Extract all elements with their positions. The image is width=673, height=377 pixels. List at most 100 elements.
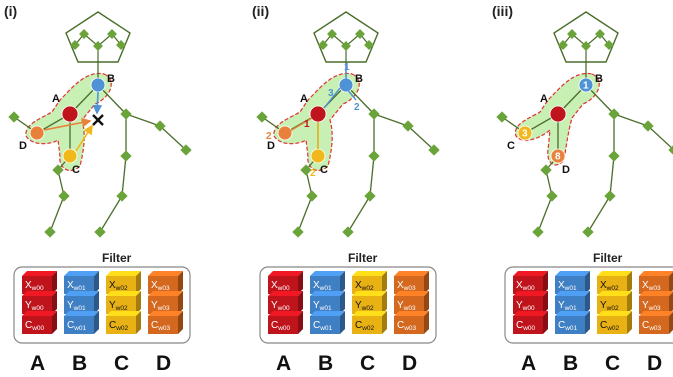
head-joint (595, 29, 605, 39)
skeleton-joint (52, 164, 64, 176)
filter-cell-label: Yw01 (67, 300, 86, 312)
cube-side-face (669, 292, 673, 314)
cube-side-face (543, 311, 548, 334)
bone-line (647, 125, 673, 150)
filter-column-letter-a: A (30, 352, 45, 375)
cube-front-face (394, 276, 424, 294)
filter-column-letter-b: B (563, 352, 578, 375)
order-line (323, 87, 341, 109)
node-d (29, 125, 45, 141)
cube-top-face (597, 291, 632, 296)
node-label-b: B (107, 73, 115, 85)
cube-side-face (585, 271, 590, 294)
cube-top-face (148, 271, 183, 276)
filter-cell-label: Cw03 (397, 320, 417, 332)
filter-cell-label: Cw01 (558, 320, 578, 332)
cube-front-face (106, 316, 136, 334)
cube-front-face (148, 276, 178, 294)
node-a (61, 105, 79, 123)
cube-top-face (64, 271, 99, 276)
filter-cell-label: Xw00 (516, 280, 535, 292)
filter-cell-label: Cw02 (355, 320, 375, 332)
head-joint (558, 40, 568, 50)
cube-side-face (627, 291, 632, 314)
skeleton-joint (292, 226, 304, 238)
order-number: 1 (583, 81, 589, 92)
filter-cell-label: Yw00 (516, 300, 535, 312)
cube-top-face (148, 311, 183, 316)
cube-top-face (513, 271, 548, 276)
cube-front-face (555, 276, 585, 294)
cube-front-face (597, 276, 627, 294)
cube-front-face (64, 276, 94, 294)
cube-front-face (513, 316, 543, 334)
filter-cell-label: Xw00 (271, 280, 290, 292)
filter-cell-label: Xw03 (642, 280, 661, 292)
bone-line (297, 195, 313, 233)
filter-cell-label: Xw02 (355, 280, 374, 292)
cube-side-face (382, 271, 387, 294)
cube-front-face (268, 276, 298, 294)
node-label-b: B (355, 73, 363, 85)
cube-front-face (148, 316, 178, 334)
node-label-c: C (320, 164, 328, 176)
cube-top-face (639, 271, 673, 276)
bone-line (99, 195, 123, 233)
filter-cell-label: Xw02 (109, 280, 128, 292)
skeleton-joint (116, 190, 128, 202)
order-number: 2 (266, 131, 272, 142)
filter-cell-label: Yw01 (558, 300, 577, 312)
cube-top-face (513, 311, 548, 316)
filter-column-letter-b: B (72, 352, 87, 375)
cube-front-face (352, 316, 382, 334)
arrow-b (92, 91, 103, 115)
node-b (578, 77, 594, 93)
head-joint (604, 40, 614, 50)
filter-cell-label: Cw03 (642, 320, 662, 332)
cube-top-face (268, 291, 303, 296)
cube-top-face (268, 311, 303, 316)
filter-column-letter-a: A (521, 352, 536, 375)
cube-top-face (555, 291, 590, 296)
node-a (309, 105, 327, 123)
skeleton-joint (364, 190, 376, 202)
node-label-d: D (267, 140, 275, 152)
cube-top-face (310, 311, 345, 316)
node-a (549, 105, 567, 123)
bone-line (125, 113, 161, 127)
cube-front-face (639, 276, 669, 294)
node-c (62, 148, 78, 164)
cube-top-face (106, 291, 141, 296)
cube-top-face (268, 271, 303, 276)
cube-top-face (64, 291, 99, 296)
cube-side-face (136, 291, 141, 314)
node-label-d: D (19, 140, 27, 152)
node-d (550, 148, 566, 164)
cube-top-face (148, 291, 183, 296)
cube-top-face (22, 311, 57, 316)
cube-top-face (597, 311, 632, 316)
panel-label: (ii) (252, 3, 269, 19)
cube-front-face (106, 296, 136, 314)
cube-top-face (597, 271, 632, 276)
filter-cell-label: Yw03 (397, 300, 416, 312)
skeleton-joint (342, 226, 354, 238)
filter-box (13, 266, 191, 344)
filter-title: Filter (593, 251, 623, 265)
head-joint (93, 41, 103, 51)
cube-side-face (543, 271, 548, 294)
cube-side-face (94, 311, 99, 334)
filter-cell-label: Yw01 (313, 300, 332, 312)
filter-cell-label: Yw02 (109, 300, 128, 312)
cube-top-face (352, 271, 387, 276)
filter-column-letter-c: C (114, 352, 129, 375)
filter-cell-label: Xw01 (558, 280, 577, 292)
node-b (90, 77, 106, 93)
skeleton-joint (8, 111, 20, 123)
order-number: 8 (555, 152, 561, 163)
